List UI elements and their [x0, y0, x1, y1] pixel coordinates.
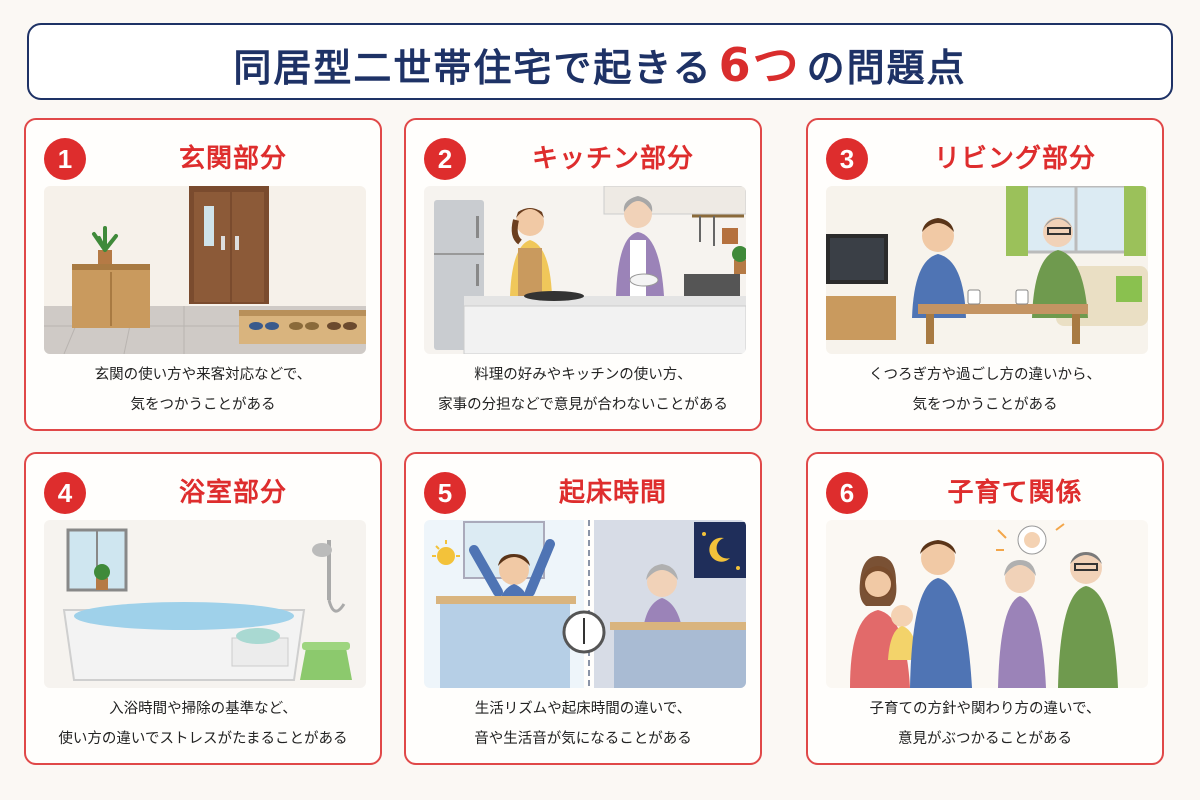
desc-line-1: 生活リズムや起床時間の違いで、 [474, 701, 692, 717]
desc-line-1: 玄関の使い方や来客対応などで、 [94, 367, 312, 383]
wakeup-illustration [424, 520, 746, 688]
card-description: 玄関の使い方や来客対応などで、 気をつかうことがある [32, 358, 374, 422]
desc-line-2: 音や生活音が気になることがある [474, 731, 692, 747]
card-description: くつろぎ方や過ごし方の違いから、 気をつかうことがある [814, 358, 1156, 422]
desc-line-1: 料理の好みやキッチンの使い方、 [474, 367, 692, 383]
desc-line-2: 使い方の違いでストレスがたまることがある [58, 731, 348, 747]
entrance-illustration [44, 186, 366, 354]
bathroom-illustration [44, 520, 366, 688]
card-title: 起床時間 [558, 478, 667, 508]
kitchen-illustration [424, 186, 746, 354]
number-badge: 6 [826, 472, 868, 514]
desc-line-2: 気をつかうことがある [912, 397, 1058, 413]
card-kitchen: 2 キッチン部分 [404, 118, 762, 431]
number-badge: 2 [424, 138, 466, 180]
childcare-illustration [826, 520, 1148, 688]
title-number: 6つ [718, 37, 801, 92]
card-description: 料理の好みやキッチンの使い方、 家事の分担などで意見が合わないことがある [412, 358, 754, 422]
living-illustration [826, 186, 1148, 354]
card-bathroom: 4 浴室部分 入浴時間や掃除の基準など、 使い方の違いでストレスがたまることがあ… [24, 452, 382, 765]
card-entrance: 1 玄関部分 [24, 118, 382, 431]
card-title: 子育て関係 [947, 478, 1083, 508]
card-description: 入浴時間や掃除の基準など、 使い方の違いでストレスがたまることがある [32, 692, 374, 756]
desc-line-2: 家事の分担などで意見が合わないことがある [438, 397, 728, 413]
number-badge: 5 [424, 472, 466, 514]
title-after: の問題点 [806, 45, 967, 90]
card-title: 玄関部分 [178, 144, 287, 174]
card-childcare: 6 子育て関係 子育ての方針や関わり方の違いで、 意見がぶつか [806, 452, 1164, 765]
card-title: リビング部分 [933, 144, 1096, 174]
desc-line-1: 入浴時間や掃除の基準など、 [109, 701, 297, 717]
card-title: 浴室部分 [178, 478, 287, 508]
card-living: 3 リビング部分 くつろぎ方や過ごし方の違 [806, 118, 1164, 431]
desc-line-1: くつろぎ方や過ごし方の違いから、 [869, 367, 1101, 383]
card-wakeup: 5 起床時間 生活リズムや起 [404, 452, 762, 765]
card-title: キッチン部分 [531, 144, 694, 174]
card-description: 生活リズムや起床時間の違いで、 音や生活音が気になることがある [412, 692, 754, 756]
desc-line-2: 気をつかうことがある [130, 397, 276, 413]
desc-line-1: 子育ての方針や関わり方の違いで、 [869, 701, 1101, 717]
number-badge: 1 [44, 138, 86, 180]
title-before: 同居型二世帯住宅で起きる [233, 45, 713, 90]
number-badge: 3 [826, 138, 868, 180]
number-badge: 4 [44, 472, 86, 514]
card-description: 子育ての方針や関わり方の違いで、 意見がぶつかることがある [814, 692, 1156, 756]
desc-line-2: 意見がぶつかることがある [898, 731, 1072, 747]
